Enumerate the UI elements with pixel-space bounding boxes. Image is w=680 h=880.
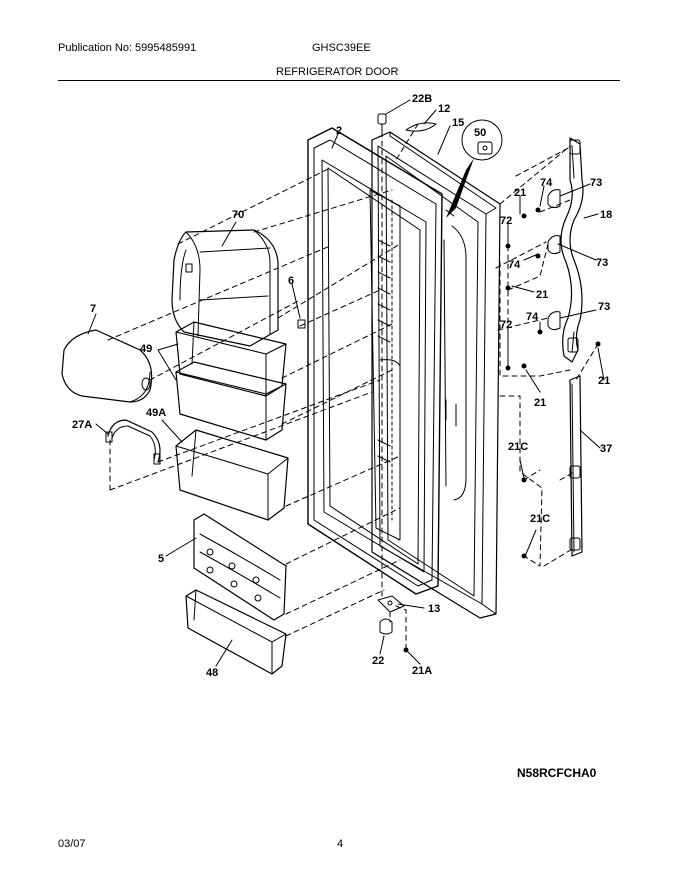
callout-73-c: 73 bbox=[598, 301, 610, 313]
callout-21-a: 21 bbox=[514, 187, 526, 199]
header-rule bbox=[58, 80, 620, 81]
callout-2: 2 bbox=[336, 125, 342, 137]
callout-72-a: 72 bbox=[500, 215, 512, 227]
dairy-cover-7 bbox=[61, 329, 153, 403]
detail-circle-50 bbox=[445, 119, 503, 218]
callout-21C-1: 21C bbox=[508, 441, 528, 453]
section-title: REFRIGERATOR DOOR bbox=[276, 66, 399, 78]
callout-21C-2: 21C bbox=[530, 513, 550, 525]
callout-21-c: 21 bbox=[598, 375, 610, 387]
callout-22B: 22B bbox=[412, 93, 432, 105]
callout-49A: 49A bbox=[146, 407, 166, 419]
callout-49: 49 bbox=[140, 343, 152, 355]
callout-50: 50 bbox=[474, 127, 486, 139]
callout-21-b: 21 bbox=[536, 289, 548, 301]
footer-date: 03/07 bbox=[58, 838, 86, 850]
model-number: GHSC39EE bbox=[312, 42, 371, 54]
callout-22: 22 bbox=[372, 655, 384, 667]
callout-6: 6 bbox=[288, 275, 294, 287]
callout-73-b: 73 bbox=[596, 257, 608, 269]
projection-lines bbox=[107, 123, 599, 651]
page-number: 4 bbox=[337, 838, 344, 850]
callout-27A: 27A bbox=[72, 419, 92, 431]
callout-72-b: 72 bbox=[500, 319, 512, 331]
door-liner-ribs bbox=[369, 189, 457, 541]
callout-21A: 21A bbox=[412, 665, 432, 677]
door-bin-49A bbox=[175, 429, 289, 521]
callout-70: 70 bbox=[232, 209, 244, 221]
callout-74-c: 74 bbox=[526, 311, 539, 323]
publication-number: Publication No: 5995485991 bbox=[58, 42, 197, 54]
callout-48: 48 bbox=[206, 667, 218, 679]
bin-handle-27A bbox=[105, 419, 161, 465]
callout-74-b: 74 bbox=[508, 259, 521, 271]
bottom-bin-48 bbox=[185, 589, 287, 675]
handle-mounting-clips bbox=[505, 189, 601, 371]
door-gasket bbox=[307, 127, 443, 595]
dairy-compartment-70 bbox=[171, 229, 279, 347]
callout-37: 37 bbox=[600, 443, 612, 455]
top-hinge-parts bbox=[377, 113, 437, 133]
diagram-code: N58RCFCHA0 bbox=[517, 766, 597, 780]
callout-13: 13 bbox=[428, 603, 440, 615]
callout-74-a: 74 bbox=[540, 177, 553, 189]
callout-12: 12 bbox=[438, 103, 450, 115]
callout-21-d: 21 bbox=[534, 397, 546, 409]
shelf-frame-5 bbox=[193, 513, 287, 621]
callout-5: 5 bbox=[158, 553, 164, 565]
callout-18: 18 bbox=[600, 209, 612, 221]
leader-lines bbox=[87, 99, 605, 667]
door-bin-49-lower bbox=[175, 361, 287, 441]
handle-trim-strip bbox=[521, 375, 583, 559]
callout-15: 15 bbox=[452, 117, 464, 129]
callout-73-a: 73 bbox=[590, 177, 602, 189]
callout-7: 7 bbox=[90, 303, 96, 315]
door-handle bbox=[560, 137, 584, 363]
